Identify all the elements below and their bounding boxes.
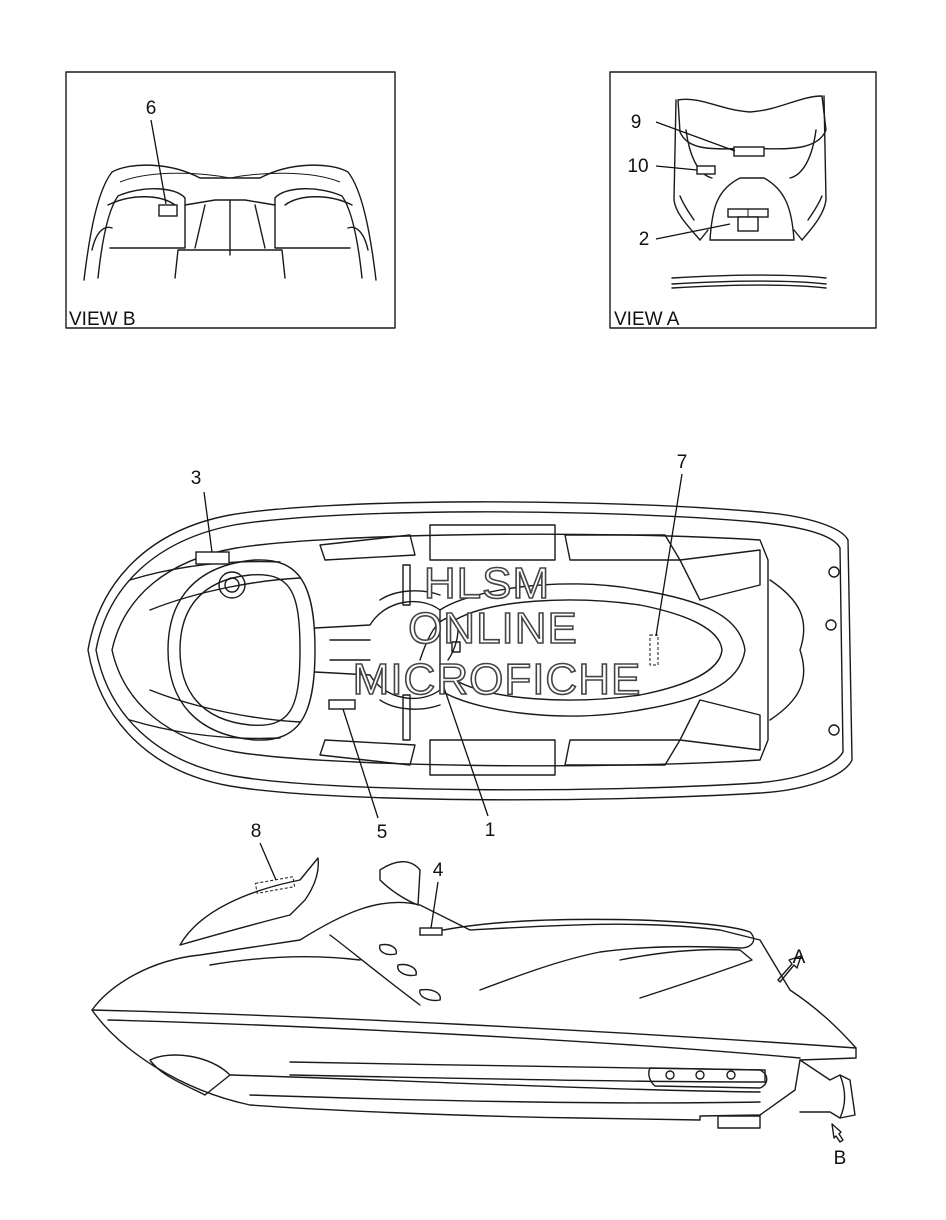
leader-2 bbox=[655, 223, 731, 240]
top-view-craft bbox=[87, 501, 853, 801]
view-a-frame bbox=[609, 71, 877, 329]
leader-7 bbox=[655, 473, 683, 637]
callout-5: 5 bbox=[377, 822, 388, 843]
view-a-rear-drawing bbox=[671, 95, 827, 289]
watermark-line-2: ONLINE bbox=[408, 604, 578, 653]
front-storage-hatch bbox=[179, 574, 301, 726]
side-hull-outline bbox=[91, 901, 857, 1121]
callout-2: 2 bbox=[639, 229, 650, 250]
footwell-panels bbox=[429, 524, 556, 776]
view-b-seat-drawing bbox=[83, 164, 377, 281]
leader-9 bbox=[655, 121, 736, 152]
callout-10: 10 bbox=[627, 156, 648, 177]
callout-6: 6 bbox=[146, 98, 157, 119]
view-a-label: VIEW A bbox=[614, 309, 680, 330]
leader-8 bbox=[259, 842, 277, 881]
view-a-arrow: A bbox=[777, 947, 806, 983]
watermark: HLSM ONLINE MICROFICHE bbox=[352, 558, 642, 705]
label-9-marker bbox=[733, 146, 765, 157]
watermark-line-1: HLSM bbox=[424, 559, 550, 608]
label-4-marker bbox=[419, 927, 443, 936]
view-b-label: VIEW B bbox=[69, 309, 136, 330]
leader-3 bbox=[203, 491, 213, 553]
label-6-marker bbox=[158, 204, 178, 217]
view-b-inset: 6 VIEW B bbox=[65, 71, 396, 330]
seat-outline bbox=[439, 583, 746, 717]
label-5-marker bbox=[328, 699, 356, 710]
view-a-inset: 9 10 2 VIEW A bbox=[609, 71, 877, 330]
callout-9: 9 bbox=[631, 112, 642, 133]
watermark-line-3: MICROFICHE bbox=[353, 655, 642, 704]
leader-4 bbox=[430, 881, 439, 929]
handlebar-grips bbox=[402, 564, 411, 741]
leader-10 bbox=[655, 165, 698, 171]
callout-7: 7 bbox=[677, 452, 688, 473]
callout-3: 3 bbox=[191, 468, 202, 489]
leader-6 bbox=[150, 119, 167, 205]
label-7-marker bbox=[649, 634, 659, 666]
leader-5 bbox=[342, 708, 379, 819]
hull-outline bbox=[87, 501, 853, 801]
fuel-cap bbox=[218, 571, 246, 599]
label-8-marker bbox=[254, 876, 296, 894]
view-b-frame bbox=[65, 71, 396, 329]
arrow-a-label: A bbox=[793, 947, 806, 968]
callout-4: 4 bbox=[433, 860, 444, 881]
handlebar-cowl bbox=[179, 857, 320, 946]
callout-8: 8 bbox=[251, 821, 262, 842]
side-view-craft bbox=[91, 857, 857, 1129]
label-3-marker bbox=[195, 551, 230, 565]
leader-1 bbox=[439, 675, 489, 817]
arrow-b-label: B bbox=[834, 1148, 847, 1169]
callout-1: 1 bbox=[485, 820, 496, 841]
view-b-arrow: B bbox=[831, 1123, 847, 1169]
label-10-marker bbox=[696, 165, 716, 175]
